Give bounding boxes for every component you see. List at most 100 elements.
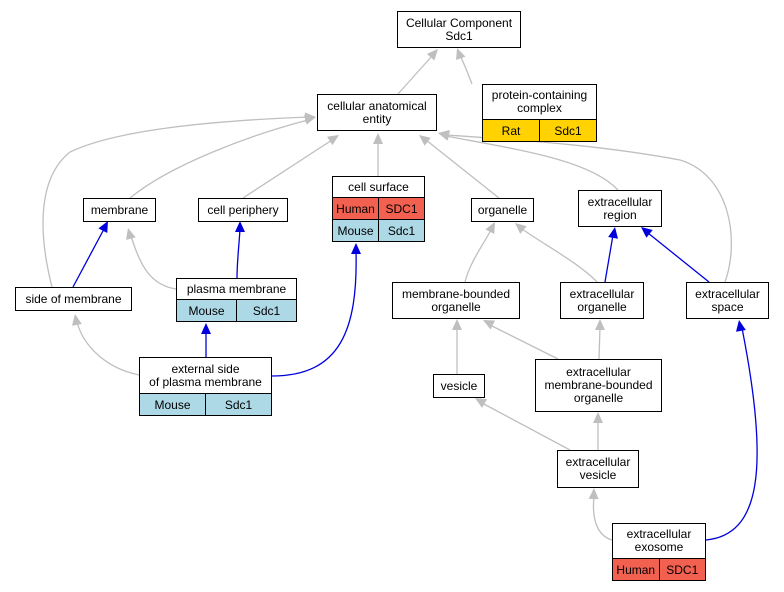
node-label: extracellular (566, 365, 631, 379)
edge-arrowhead (201, 323, 211, 334)
node-extracellular-region[interactable]: extracellular region (578, 190, 662, 227)
node-label: space (711, 299, 744, 314)
annotation-row-mouse: Mouse Sdc1 (140, 393, 271, 415)
node-label: organelle (573, 391, 624, 405)
node-plasma-membrane[interactable]: plasma membrane Mouse Sdc1 (176, 278, 297, 322)
edge-side-of-membrane-to-anatomical-entity (42, 112, 316, 288)
edge-line (76, 321, 140, 376)
annotation-row-human: Human SDC1 (613, 558, 705, 580)
edge-arrowhead (351, 243, 361, 254)
edge-line (464, 229, 492, 283)
node-extracellular-exosome[interactable]: extracellular exosome Human SDC1 (612, 523, 706, 581)
edge-extracellular-mbo-to-extracellular-organelle (595, 319, 605, 360)
node-vesicle[interactable]: vesicle (433, 374, 485, 398)
edge-membrane-to-anatomical-entity (129, 115, 316, 199)
node-extracellular-membrane-bounded-organelle[interactable]: extracellular membrane-bounded organelle (535, 359, 662, 412)
node-cell-surface[interactable]: cell surface Human SDC1 Mouse Sdc1 (332, 176, 425, 242)
species-label: Human (616, 562, 656, 577)
node-protein-containing-complex[interactable]: protein-containing complex Rat Sdc1 (482, 84, 597, 142)
node-label: extracellular (695, 286, 760, 301)
node-label: external side (171, 361, 240, 376)
edge-arrowhead (485, 222, 495, 235)
edge-anatomical-entity-to-cellular-component (397, 49, 438, 95)
node-label: vesicle (440, 378, 478, 393)
node-cell-periphery[interactable]: cell periphery (198, 198, 288, 222)
edge-extracellular-vesicle-to-extracellular-mbo (593, 412, 603, 450)
edge-arrowhead (475, 398, 488, 408)
edge-side-of-membrane-to-membrane (72, 221, 108, 288)
node-label: organelle (431, 299, 481, 314)
node-label: Cellular Component (405, 15, 513, 30)
edge-arrowhead (71, 314, 82, 326)
edge-complex-to-cellular-component (456, 48, 473, 85)
gene-label: Sdc1 (539, 120, 596, 141)
node-label: extracellular (569, 286, 635, 301)
edge-line (72, 228, 105, 288)
edge-exosome-to-extracellular-space (705, 320, 758, 541)
edge-line (604, 234, 614, 283)
edge-arrowhead (98, 221, 108, 234)
edge-arrowhead (515, 223, 527, 234)
edge-external-side-to-side-of-membrane (71, 314, 140, 376)
gene-label: SDC1 (658, 559, 706, 580)
edge-membrane-bounded-organelle-to-organelle (464, 222, 495, 283)
edge-arrowhead (588, 488, 599, 500)
edge-extracellular-space-to-extracellular-region (641, 227, 710, 283)
edge-line (397, 55, 433, 95)
edge-exosome-to-extracellular-vesicle (588, 488, 613, 541)
edge-line (647, 232, 710, 283)
edge-arrowhead (483, 320, 496, 330)
species-label: Mouse (337, 223, 374, 238)
edge-arrowhead (593, 412, 603, 423)
species-label: Mouse (188, 303, 225, 318)
node-label: cell surface (348, 179, 409, 194)
node-label: extracellular (587, 194, 653, 209)
edge-arrowhead (426, 49, 438, 61)
node-extracellular-organelle[interactable]: extracellular organelle (560, 282, 644, 319)
node-cellular-component[interactable]: Cellular Component Sdc1 (397, 11, 521, 48)
node-label: complex (517, 101, 562, 115)
edge-line (481, 402, 571, 451)
edge-arrowhead (373, 133, 383, 144)
edge-line (489, 324, 559, 360)
edge-plasma-membrane-to-cell-periphery (235, 221, 245, 279)
gene-label: Sdc1 (378, 220, 424, 241)
node-organelle[interactable]: organelle (471, 198, 534, 222)
node-label: plasma membrane (186, 281, 287, 296)
annotation-row-mouse: Mouse Sdc1 (177, 299, 296, 321)
species-label: Rat (501, 123, 521, 138)
edge-line (592, 495, 613, 541)
node-label: protein-containing (491, 88, 588, 102)
edge-external-side-to-cell-surface (271, 243, 361, 377)
node-label: cell periphery (207, 202, 279, 217)
node-membrane[interactable]: membrane (83, 198, 156, 222)
annotation-row-mouse: Mouse Sdc1 (333, 219, 424, 241)
edge-cell-periphery-to-anatomical-entity (242, 135, 339, 199)
edge-arrowhead (419, 135, 431, 146)
node-label: exosome (634, 540, 684, 554)
edge-line (458, 53, 473, 85)
edge-line (242, 139, 333, 199)
node-extracellular-vesicle[interactable]: extracellular vesicle (557, 450, 639, 488)
edge-arrowhead (595, 319, 605, 330)
node-label: side of membrane (25, 291, 122, 306)
edge-extracellular-organelle-to-organelle (515, 223, 598, 283)
node-label: cellular anatomical (327, 98, 427, 113)
edge-line (236, 228, 241, 279)
node-side-of-membrane[interactable]: side of membrane (15, 287, 132, 311)
edge-line (521, 228, 598, 283)
node-cellular-anatomical-entity[interactable]: cellular anatomical entity (317, 94, 437, 131)
edge-organelle-to-anatomical-entity (419, 135, 500, 199)
edge-arrowhead (438, 129, 450, 140)
node-external-side-of-plasma-membrane[interactable]: external side of plasma membrane Mouse S… (139, 357, 272, 416)
node-label: organelle (477, 202, 528, 217)
edge-extracellular-vesicle-to-vesicle (475, 398, 571, 451)
node-extracellular-space[interactable]: extracellular space (686, 282, 769, 319)
node-label: extracellular (626, 527, 692, 541)
species-label: Human (336, 201, 375, 216)
node-label: extracellular (565, 455, 631, 469)
node-membrane-bounded-organelle[interactable]: membrane-bounded organelle (392, 282, 520, 319)
edge-line (130, 235, 177, 290)
